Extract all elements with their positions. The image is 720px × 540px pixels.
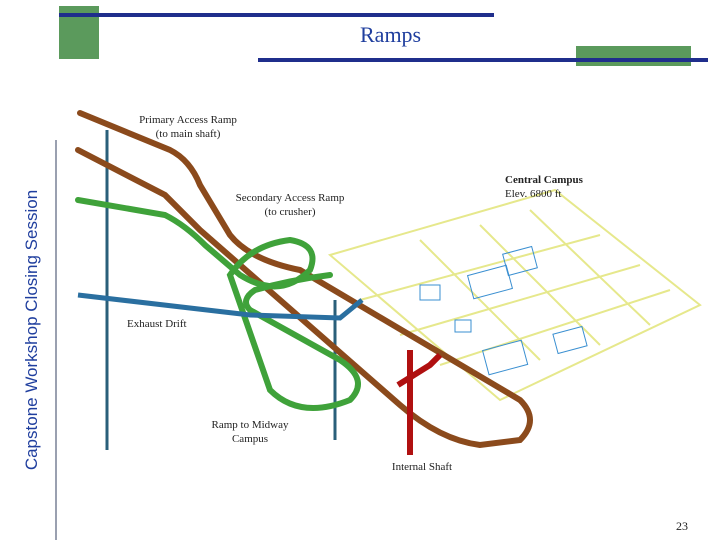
primary-access-ramp xyxy=(75,110,533,449)
secondary-access-ramp xyxy=(75,197,361,411)
midway-ramp-label-line1: Ramp to Midway xyxy=(211,419,289,431)
midway-ramp-label: Ramp to Midway Campus xyxy=(190,418,310,446)
primary-ramp-label-line2: (to main shaft) xyxy=(155,128,221,140)
central-campus-label-line2: Elev. 6800 ft xyxy=(505,188,562,200)
midway-ramp-label-line2: Campus xyxy=(231,433,269,445)
central-campus-rooms xyxy=(419,245,588,376)
decor-vertical-divider xyxy=(55,140,57,540)
page-number: 23 xyxy=(676,519,688,533)
primary-ramp-label-line1: Primary Access Ramp xyxy=(139,114,237,126)
decor-top-line xyxy=(59,13,494,17)
central-campus-label-line1: Central Campus xyxy=(505,174,583,186)
side-bar xyxy=(0,0,56,540)
secondary-ramp-label-line1: Secondary Access Ramp xyxy=(235,192,345,204)
primary-ramp-label: Primary Access Ramp (to main shaft) xyxy=(118,113,258,141)
secondary-ramp-label: Secondary Access Ramp (to crusher) xyxy=(220,191,360,219)
internal-shaft-label: Internal Shaft xyxy=(391,461,453,473)
central-campus-layout xyxy=(327,188,702,402)
exhaust-drift xyxy=(77,292,364,321)
exhaust-drift-label: Exhaust Drift xyxy=(127,318,187,330)
slide-title: Ramps xyxy=(360,22,422,47)
internal-shaft xyxy=(396,350,443,455)
central-campus-label: Central Campus Elev. 6800 ft xyxy=(505,173,615,201)
decor-second-line xyxy=(258,58,708,62)
vertical-shafts xyxy=(105,130,337,450)
secondary-ramp-label-line2: (to crusher) xyxy=(264,206,316,218)
